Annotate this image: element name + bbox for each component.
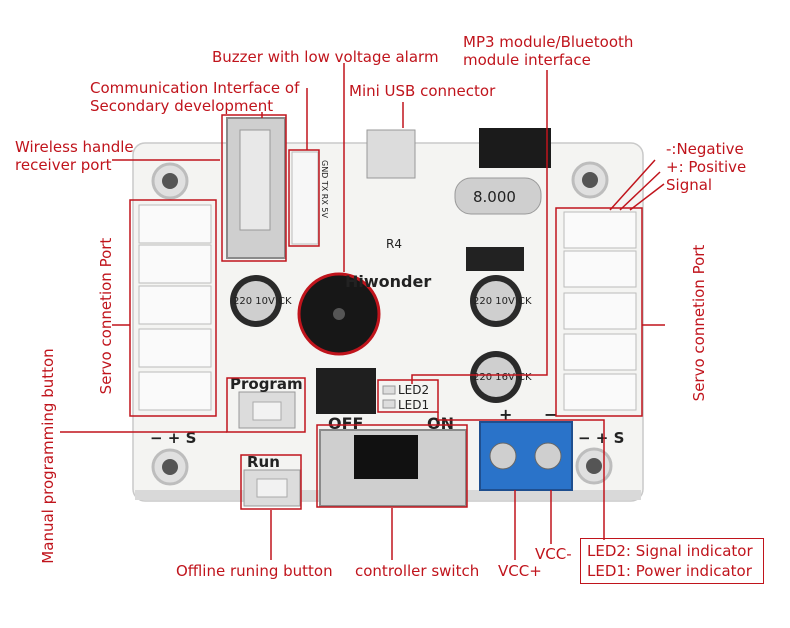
mount-hole-br <box>575 447 613 485</box>
silk-brand: Hiwonder <box>345 272 431 291</box>
label-vcc-minus: VCC- <box>535 545 572 563</box>
mp3-module-header <box>479 128 551 168</box>
crystal <box>454 177 542 215</box>
silk-cap3: 220 16V CK <box>473 372 532 383</box>
label-offline-run: Offline runing button <box>176 562 333 580</box>
highlight-run <box>240 454 302 510</box>
label-led-indicators: LED2: Signal indicator LED1: Power indic… <box>580 538 764 584</box>
led1 <box>382 399 396 409</box>
servo-connectors-right <box>563 211 637 411</box>
mount-hole-bl <box>151 448 189 486</box>
label-negative: -:Negative <box>666 140 744 158</box>
silk-on: ON <box>427 414 454 433</box>
led2 <box>382 385 396 395</box>
highlight-header <box>288 149 320 247</box>
secondary-dev-header <box>291 151 319 245</box>
jumper-header <box>316 368 376 414</box>
mini-usb-connector <box>366 129 416 179</box>
silk-off: OFF <box>328 414 363 433</box>
label-signal: Signal <box>666 176 713 194</box>
label-controller-switch: controller switch <box>355 562 480 580</box>
mount-hole-tr <box>571 161 609 199</box>
highlight-servo-right <box>555 207 643 417</box>
label-positive: +: Positive <box>666 158 747 176</box>
label-servo-port-left: Servo connetion Port <box>97 237 115 395</box>
capacitor-1 <box>230 275 282 327</box>
silk-term-plus: + <box>499 405 512 424</box>
highlight-servo-left <box>129 199 217 417</box>
silk-pins-left: − + S <box>150 429 196 447</box>
silk-pins-right: − + S <box>578 429 624 447</box>
highlight-receiver <box>221 114 287 262</box>
label-vcc-plus: VCC+ <box>498 562 542 580</box>
capacitor-3 <box>470 351 522 403</box>
silk-cap1: 220 10V CK <box>233 296 292 307</box>
capacitor-2 <box>470 275 522 327</box>
buzzer <box>297 272 381 356</box>
mount-hole-tl <box>151 162 189 200</box>
silk-led1: LED1 <box>398 398 429 412</box>
highlight-switch <box>316 424 468 508</box>
highlight-program <box>226 377 306 433</box>
label-buzzer: Buzzer with low voltage alarm <box>212 48 439 66</box>
servo-connectors-left <box>138 204 212 411</box>
silk-program: Program <box>230 375 303 393</box>
silk-run: Run <box>247 453 280 471</box>
label-mini-usb: Mini USB connector <box>349 82 496 100</box>
highlight-leds <box>377 379 439 413</box>
silk-cap2: 220 10V CK <box>473 296 532 307</box>
label-manual-programming: Manual programming button <box>39 348 57 564</box>
silk-r4: R4 <box>386 237 402 251</box>
label-servo-port-right: Servo connetion Port <box>690 244 708 402</box>
silk-crystal: 8.000 <box>473 188 516 206</box>
silk-led2: LED2 <box>398 383 429 397</box>
silk-header-pins: GND TX RX 5V <box>320 160 329 218</box>
